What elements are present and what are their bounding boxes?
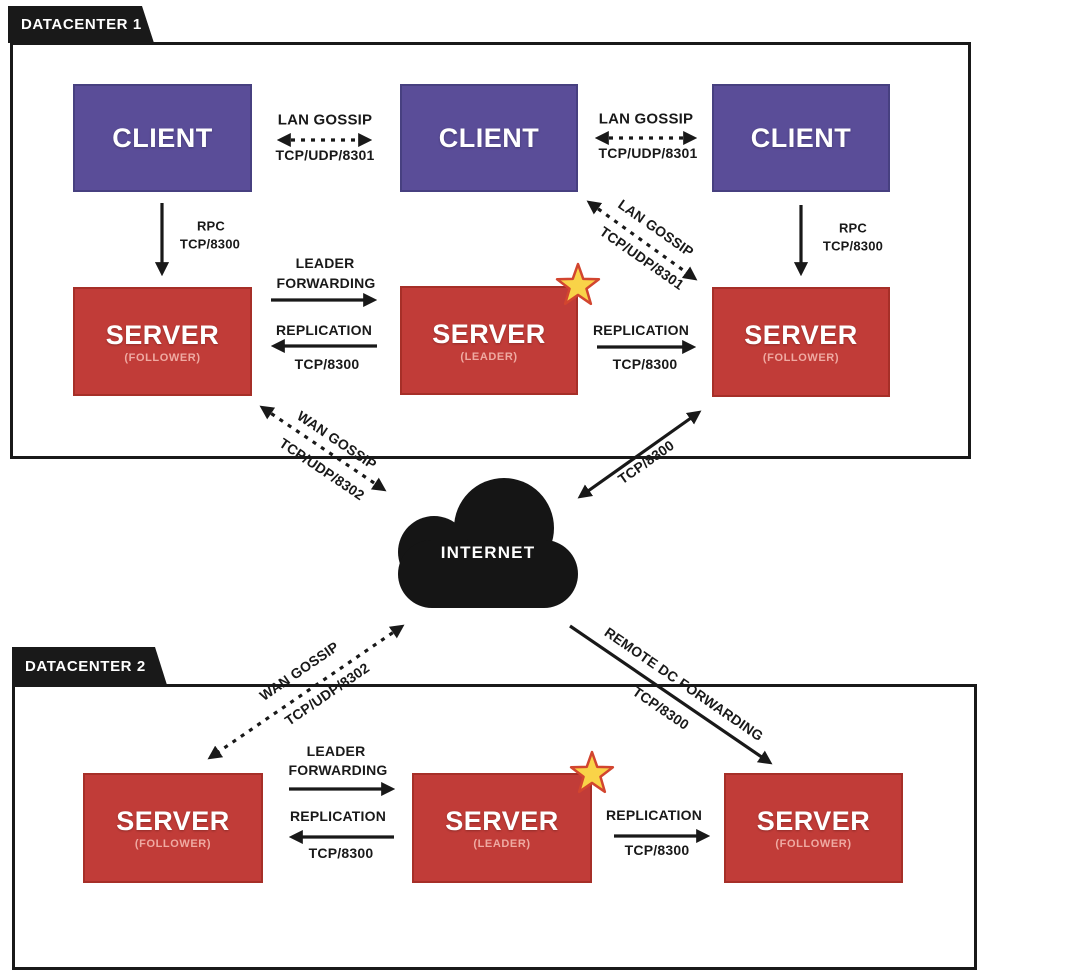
datacenter1-box	[10, 42, 971, 459]
dc2-replication-left-port: TCP/8300	[308, 845, 374, 861]
dc1-leader-forwarding-label-2: FORWARDING	[276, 275, 376, 291]
dc2-leader-star-icon	[569, 750, 615, 794]
dc1-replication-left-label: REPLICATION	[275, 322, 373, 338]
dc1-server-leader: SERVER (LEADER)	[400, 286, 578, 395]
dc1-client-2-label: CLIENT	[438, 122, 540, 153]
dc2-replication-right-label: REPLICATION	[605, 807, 703, 823]
dc2-leader-forwarding-label-1: LEADER	[306, 743, 366, 759]
datacenter2-box	[12, 684, 977, 970]
dc2-replication-left-label: REPLICATION	[289, 808, 387, 824]
lan-gossip-b-port: TCP/UDP/8301	[598, 145, 698, 161]
dc2-server-3-role: (FOLLOWER)	[775, 838, 852, 850]
rpc-left-port: TCP/8300	[179, 236, 241, 252]
dc1-replication-right-label: REPLICATION	[592, 322, 690, 338]
dc2-replication-right-port: TCP/8300	[624, 842, 690, 858]
dc2-server-follower-1: SERVER (FOLLOWER)	[83, 773, 263, 883]
dc1-server-follower-2: SERVER (FOLLOWER)	[712, 287, 890, 397]
dc1-replication-right-port: TCP/8300	[612, 356, 678, 372]
dc1-server-3-role: (FOLLOWER)	[762, 352, 840, 364]
dc2-leader-forwarding-label-2: FORWARDING	[288, 762, 388, 778]
dc1-leader-star-icon	[555, 262, 601, 306]
rpc-left-label: RPC	[196, 218, 226, 234]
dc1-server-1-role: (FOLLOWER)	[124, 351, 201, 364]
rpc-right-label: RPC	[838, 220, 868, 236]
dc1-client-3-label: CLIENT	[750, 122, 852, 153]
dc2-server-1-label: SERVER	[116, 806, 230, 836]
internet-label: INTERNET	[440, 543, 536, 562]
dc1-client-3: CLIENT	[712, 84, 890, 192]
dc2-server-2-label: SERVER	[445, 806, 559, 836]
dc1-leader-forwarding-label-1: LEADER	[295, 255, 355, 271]
datacenter2-tab: DATACENTER 2	[12, 647, 167, 685]
dc1-client-1: CLIENT	[73, 84, 252, 192]
dc1-server-follower-1: SERVER (FOLLOWER)	[73, 287, 252, 396]
dc2-server-1-role: (FOLLOWER)	[134, 838, 212, 850]
datacenter1-label: DATACENTER 1	[21, 16, 142, 33]
dc1-client-2: CLIENT	[400, 84, 578, 192]
dc2-server-leader: SERVER (LEADER)	[412, 773, 592, 883]
dc1-server-1-label: SERVER	[105, 319, 220, 350]
dc2-server-3-label: SERVER	[756, 806, 871, 836]
rpc-right-port: TCP/8300	[822, 238, 884, 254]
dc1-server-3-label: SERVER	[744, 320, 858, 350]
lan-gossip-a-port: TCP/UDP/8301	[275, 147, 375, 163]
dc2-server-follower-2: SERVER (FOLLOWER)	[724, 773, 903, 883]
dc2-server-2-role: (LEADER)	[473, 838, 531, 850]
dc1-replication-left-port: TCP/8300	[294, 356, 360, 372]
lan-gossip-a-label: LAN GOSSIP	[277, 111, 373, 129]
lan-gossip-b-label: LAN GOSSIP	[598, 110, 694, 128]
dc1-server-2-role: (LEADER)	[460, 350, 518, 363]
datacenter2-label: DATACENTER 2	[25, 657, 146, 675]
dc1-client-1-label: CLIENT	[112, 122, 213, 153]
dc1-server-2-label: SERVER	[432, 318, 546, 349]
datacenter1-tab: DATACENTER 1	[8, 6, 154, 43]
